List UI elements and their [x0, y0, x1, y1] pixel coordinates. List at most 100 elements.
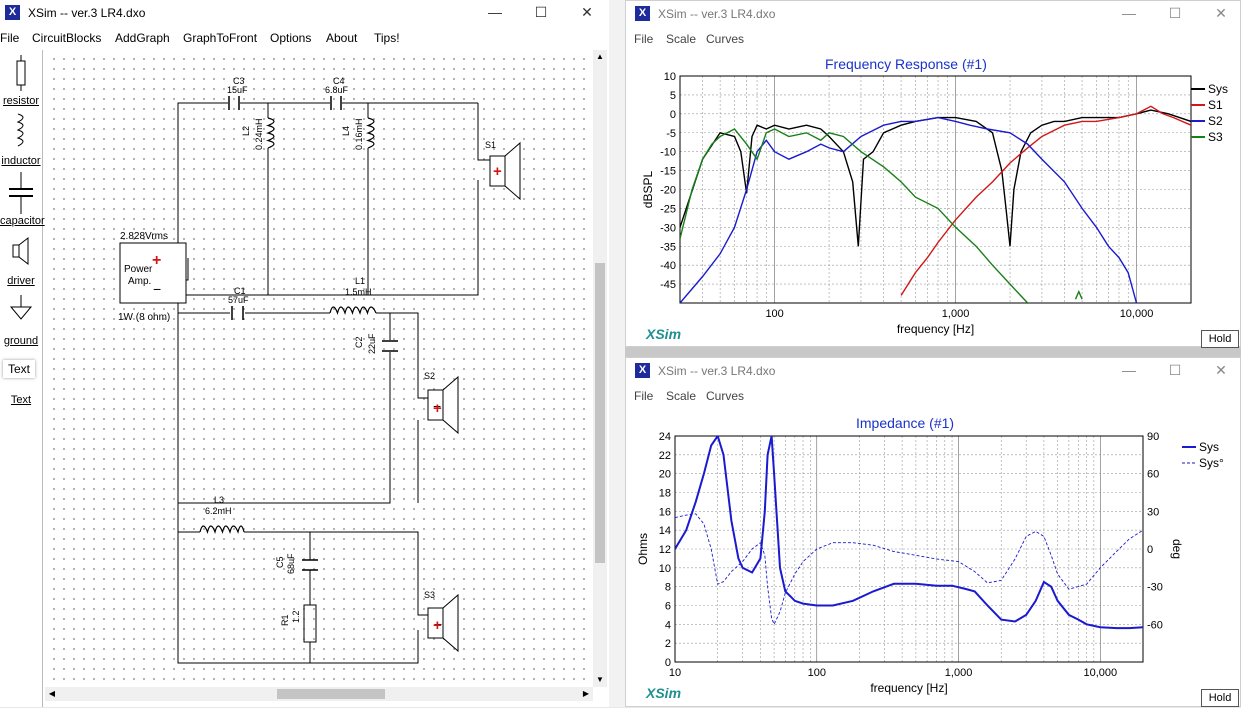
- imp-close-button[interactable]: ✕: [1215, 362, 1227, 378]
- imp-maximize-button[interactable]: ☐: [1168, 362, 1182, 378]
- main-titlebar[interactable]: X XSim -- ver.3 LR4.dxo — ☐ ✕: [0, 0, 609, 26]
- imp-menu-curves[interactable]: Curves: [706, 389, 745, 403]
- freq-menubar: File Scale Curves: [626, 29, 1240, 49]
- capacitor-symbols[interactable]: [228, 96, 398, 571]
- inductor-icon[interactable]: [8, 112, 34, 152]
- freq-ytick-3: -5: [666, 128, 676, 140]
- minimize-button[interactable]: —: [488, 4, 502, 20]
- c5-value: 68uF: [286, 553, 296, 574]
- imp-ytick-9: 18: [659, 488, 671, 500]
- vscroll-down-arrow[interactable]: ▼: [596, 675, 604, 684]
- imp-ytick-2: 4: [665, 619, 671, 631]
- palette-inductor[interactable]: inductor: [1, 155, 41, 167]
- imp-ytick-12: 24: [659, 431, 671, 443]
- vscroll-thumb[interactable]: [595, 263, 605, 563]
- maximize-button[interactable]: ☐: [534, 4, 548, 20]
- imp-app-icon: X: [635, 363, 650, 378]
- imp-minimize-button[interactable]: —: [1122, 362, 1136, 378]
- component-labels: 2.828Vrms Power Amp. + − 1W (8 ohm) C3 1…: [118, 76, 502, 632]
- l4-name: L4: [341, 126, 351, 136]
- wires: [177, 102, 490, 664]
- driver-s3[interactable]: [427, 593, 459, 653]
- freq-maximize-button[interactable]: ☐: [1168, 5, 1182, 21]
- imp-y2tick-2: 30: [1147, 506, 1159, 518]
- horizontal-scrollbar[interactable]: ◀ ▶: [45, 687, 593, 701]
- imp-ytick-5: 10: [659, 563, 671, 575]
- s2-minus: −: [433, 398, 441, 414]
- source-plus: +: [152, 252, 161, 269]
- resistor-icon[interactable]: [8, 55, 34, 91]
- source-impedance-label: 1W (8 ohm): [118, 312, 170, 323]
- l3-value: 6.2mH: [205, 506, 232, 516]
- power-amp-block[interactable]: [119, 242, 187, 304]
- freq-hold-button[interactable]: Hold: [1201, 330, 1239, 348]
- menu-tips[interactable]: Tips!: [374, 31, 400, 45]
- menu-options[interactable]: Options: [270, 31, 312, 45]
- freq-menu-scale[interactable]: Scale: [666, 32, 697, 46]
- imp-ytick-7: 14: [659, 525, 671, 537]
- s3-minus: −: [434, 616, 442, 632]
- freq-ytick-10: -40: [660, 260, 676, 272]
- palette-capacitor[interactable]: capacitor: [0, 215, 45, 227]
- imp-menu-file[interactable]: File: [634, 389, 654, 403]
- driver-s2[interactable]: [427, 375, 459, 435]
- c1-value: 57uF: [228, 295, 249, 305]
- resistor-r1[interactable]: [303, 604, 317, 643]
- palette-ground[interactable]: ground: [3, 335, 39, 347]
- palette-driver[interactable]: driver: [7, 275, 35, 287]
- source-minus: −: [153, 281, 161, 297]
- main-window: X XSim -- ver.3 LR4.dxo — ☐ ✕ File Circu…: [0, 0, 609, 707]
- imp-y2tick-0: 90: [1147, 431, 1159, 443]
- menu-addgraph[interactable]: AddGraph: [115, 31, 170, 45]
- imp-series-1: [675, 513, 1143, 626]
- background-strip-2: [625, 347, 1241, 357]
- freq-titlebar[interactable]: X XSim -- ver.3 LR4.dxo — ☐ ✕: [626, 1, 1240, 27]
- hscroll-left-arrow[interactable]: ◀: [48, 689, 56, 698]
- imp-menubar: File Scale Curves: [626, 386, 1240, 406]
- ground-icon[interactable]: [6, 295, 36, 327]
- freq-xtick-1: 1,000: [942, 308, 970, 320]
- s2-label: S2: [424, 371, 435, 381]
- freq-ytick-8: -30: [660, 222, 676, 234]
- freq-xsim-logo: XSim: [646, 326, 682, 342]
- menu-circuitblocks[interactable]: CircuitBlocks: [32, 31, 102, 45]
- menu-graphtofront[interactable]: GraphToFront: [183, 31, 258, 45]
- imp-hold-button[interactable]: Hold: [1201, 689, 1239, 707]
- hscroll-right-arrow[interactable]: ▶: [582, 689, 590, 698]
- component-palette: resistor inductor capacitor driver groun…: [0, 50, 45, 707]
- main-menubar: File CircuitBlocks AddGraph GraphToFront…: [0, 28, 609, 48]
- l1-value: 1.5mH: [345, 287, 372, 297]
- menu-about[interactable]: About: [326, 31, 358, 45]
- imp-titlebar[interactable]: X XSim -- ver.3 LR4.dxo — ☐ ✕: [626, 358, 1240, 384]
- menu-file[interactable]: File: [0, 31, 20, 45]
- freq-close-button[interactable]: ✕: [1215, 5, 1227, 21]
- inductor-symbols[interactable]: [199, 117, 377, 535]
- freq-menu-curves[interactable]: Curves: [706, 32, 745, 46]
- freq-minimize-button[interactable]: —: [1122, 5, 1136, 21]
- freq-menu-file[interactable]: File: [634, 32, 654, 46]
- vscroll-up-arrow[interactable]: ▲: [596, 52, 604, 61]
- source-label-power: Power: [124, 264, 153, 275]
- capacitor-icon[interactable]: [6, 172, 36, 214]
- palette-text[interactable]: Text: [10, 394, 32, 406]
- text-icon[interactable]: Text: [3, 360, 35, 378]
- imp-ytick-4: 8: [665, 582, 671, 594]
- freq-legend-label-0: Sys: [1208, 82, 1228, 96]
- imp-ytick-1: 2: [665, 638, 671, 650]
- imp-menu-scale[interactable]: Scale: [666, 389, 697, 403]
- freq-ytick-6: -20: [660, 185, 676, 197]
- close-button[interactable]: ✕: [581, 4, 593, 20]
- vertical-scrollbar[interactable]: ▲ ▼: [593, 50, 607, 687]
- hscroll-thumb[interactable]: [277, 689, 385, 699]
- c5-name: C5: [275, 556, 285, 568]
- driver-s1[interactable]: [489, 141, 521, 201]
- driver-icon[interactable]: [8, 235, 34, 267]
- freq-series-3: [680, 128, 1029, 303]
- r1-name: R1: [280, 614, 290, 626]
- palette-resistor[interactable]: resistor: [2, 95, 40, 107]
- freq-legend-label-1: S1: [1208, 98, 1223, 112]
- imp-y2tick-1: 60: [1147, 469, 1159, 481]
- imp-window-title: XSim -- ver.3 LR4.dxo: [658, 364, 776, 378]
